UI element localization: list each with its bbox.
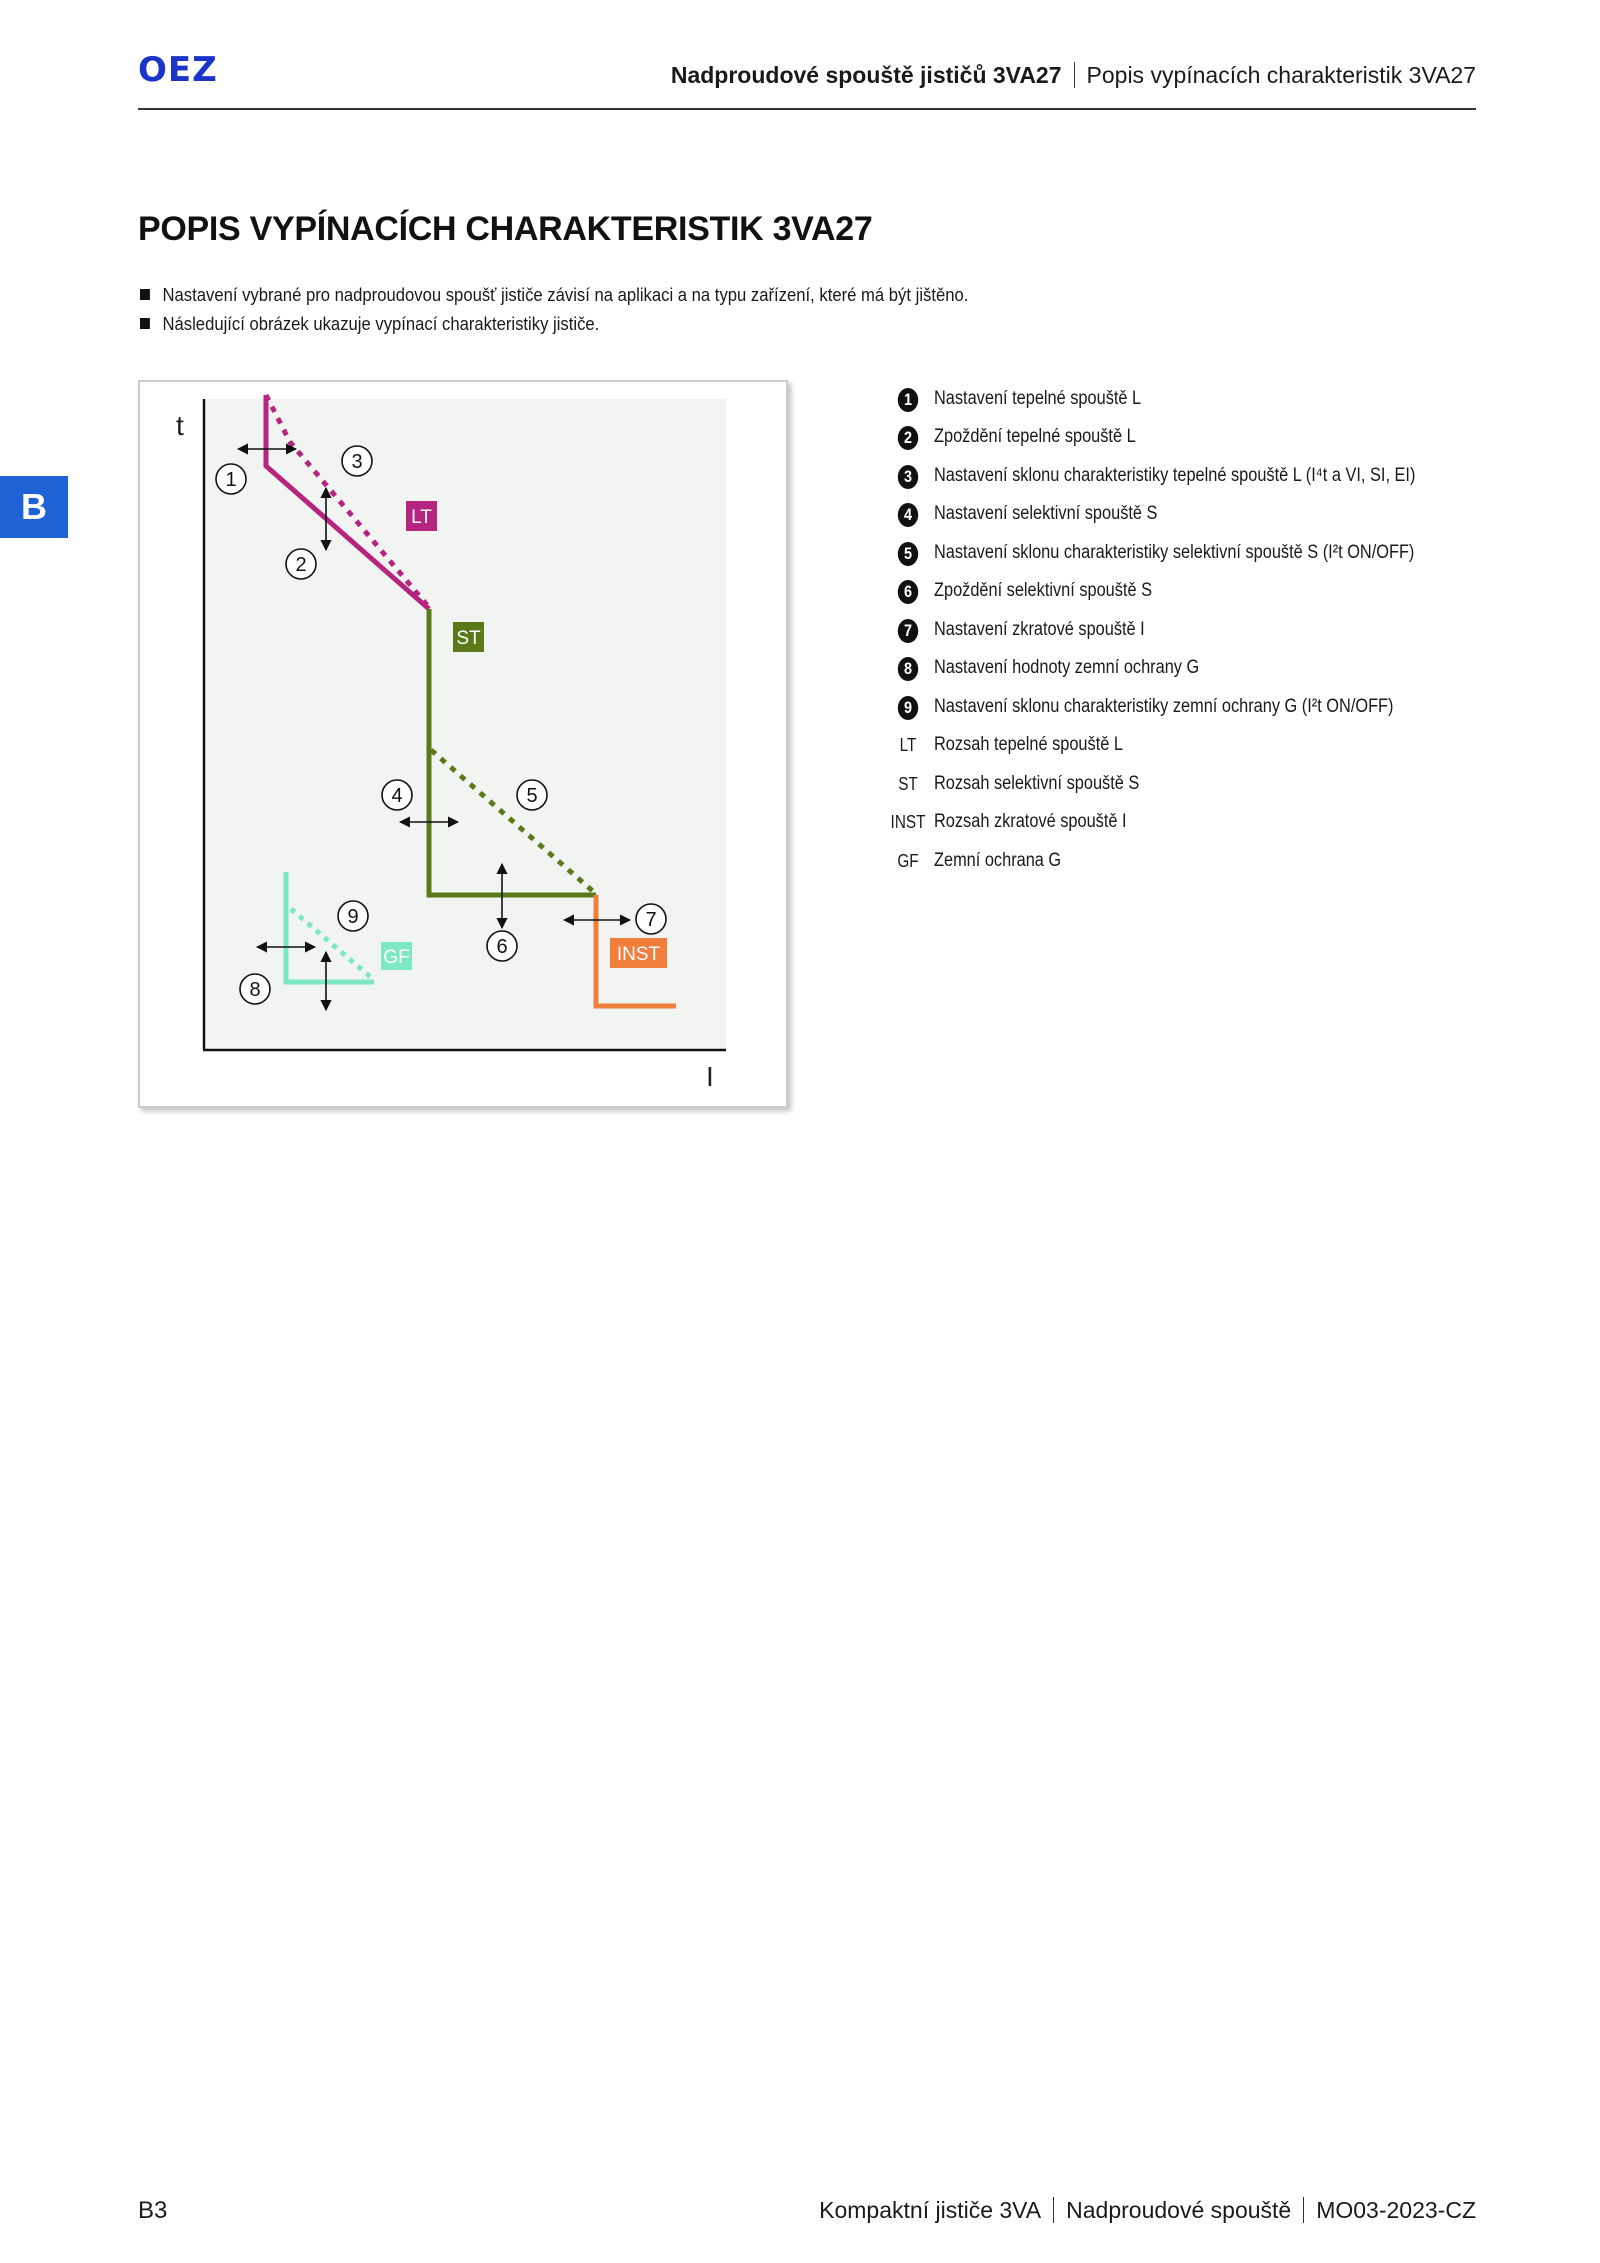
x-axis-label: I [706, 1061, 714, 1092]
svg-text:3: 3 [351, 451, 362, 473]
running-header: Nadproudové spouště jističů 3VA27 Popis v… [671, 62, 1476, 89]
header-separator [1073, 62, 1075, 88]
y-axis-label: t [176, 410, 184, 441]
legend-number-badge: 3 [897, 465, 919, 490]
bullet-item: Nastavení vybrané pro nadproudovou spouš… [140, 280, 968, 309]
legend-abbrev: ST [898, 774, 918, 794]
marker-8: 8 [239, 973, 271, 1005]
gf-label-box [381, 942, 412, 970]
marker-7: 7 [635, 903, 667, 935]
gf-slope-curve [289, 907, 376, 982]
header-subsection-title: Popis vypínacích charakteristik 3VA27 [1086, 62, 1476, 88]
legend-number-badge: 9 [897, 696, 919, 721]
trip-characteristic-figure: t I LT ST INST GF 1 2 3 4 5 [138, 380, 788, 1108]
st-label-box [453, 622, 484, 652]
legend-number-badge: 7 [897, 619, 919, 644]
bullet-square-icon [140, 318, 150, 329]
svg-text:9: 9 [347, 906, 358, 928]
svg-text:4: 4 [391, 785, 402, 807]
legend-number-badge: 4 [897, 503, 919, 528]
chapter-tab: B [0, 476, 68, 538]
footer-separator [1053, 2197, 1055, 2223]
gf-curve [283, 872, 374, 985]
bullet-item: Následující obrázek ukazuje vypínací cha… [140, 309, 968, 338]
bullet-square-icon [140, 289, 150, 300]
page-title: POPIS VYPÍNACÍCH CHARAKTERISTIK 3VA27 [138, 210, 873, 248]
lt-label-box [406, 501, 437, 531]
st-slope-curve [429, 748, 597, 895]
legend-abbrev: LT [899, 735, 917, 755]
trip-characteristic-diagram: t I LT ST INST GF 1 2 3 4 5 [176, 393, 726, 1092]
legend-number-badge: 2 [897, 426, 919, 451]
marker-6: 6 [486, 930, 518, 962]
marker-1: 1 [215, 463, 247, 495]
legend-number-badge: 8 [897, 657, 919, 682]
svg-text:8: 8 [249, 979, 260, 1001]
marker-5: 5 [516, 779, 548, 811]
marker-2: 2 [285, 548, 317, 580]
svg-text:6: 6 [496, 936, 507, 958]
svg-text:1: 1 [225, 469, 236, 491]
legend-number-badge: 6 [897, 580, 919, 605]
lt-slope-curve [263, 393, 429, 607]
inst-curve [593, 895, 676, 1009]
st-curve [426, 609, 596, 898]
lt-label: LT [411, 507, 432, 528]
marker-4: 4 [381, 779, 413, 811]
intro-bullets: Nastavení vybrané pro nadproudovou spouš… [140, 280, 1060, 338]
inst-label-box [610, 938, 667, 968]
svg-text:5: 5 [526, 785, 537, 807]
header-rule [138, 108, 1476, 110]
header-section-title: Nadproudové spouště jističů 3VA27 [670, 62, 1062, 88]
gf-label: GF [383, 947, 409, 968]
st-label: ST [456, 628, 481, 649]
legend-number-badge: 1 [897, 388, 919, 413]
legend-abbrev: INST [890, 812, 926, 832]
marker-3: 3 [341, 445, 373, 477]
svg-text:7: 7 [645, 909, 656, 931]
marker-9: 9 [337, 900, 369, 932]
inst-label: INST [617, 944, 661, 965]
legend-number-badge: 5 [897, 542, 919, 567]
footer-separator [1303, 2197, 1305, 2223]
page-number: B3 [138, 2197, 168, 2224]
svg-text:2: 2 [295, 554, 306, 576]
lt-curve [263, 395, 431, 611]
oez-logo: OEZ [138, 50, 218, 90]
legend-abbrev: GF [897, 851, 919, 871]
